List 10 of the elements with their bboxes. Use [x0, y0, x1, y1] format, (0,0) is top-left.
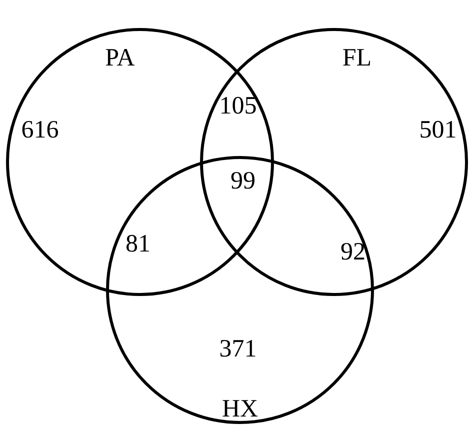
region-count: 616: [21, 118, 59, 142]
set-label: HX: [222, 396, 258, 422]
set-label: FL: [342, 46, 372, 70]
region-count: 105: [219, 94, 257, 118]
set-label: PA: [105, 46, 135, 70]
region-count: 99: [230, 168, 256, 194]
region-count: 81: [126, 232, 150, 256]
region-count: 92: [340, 240, 366, 264]
region-count: 371: [219, 336, 257, 362]
region-count: 501: [419, 118, 457, 142]
